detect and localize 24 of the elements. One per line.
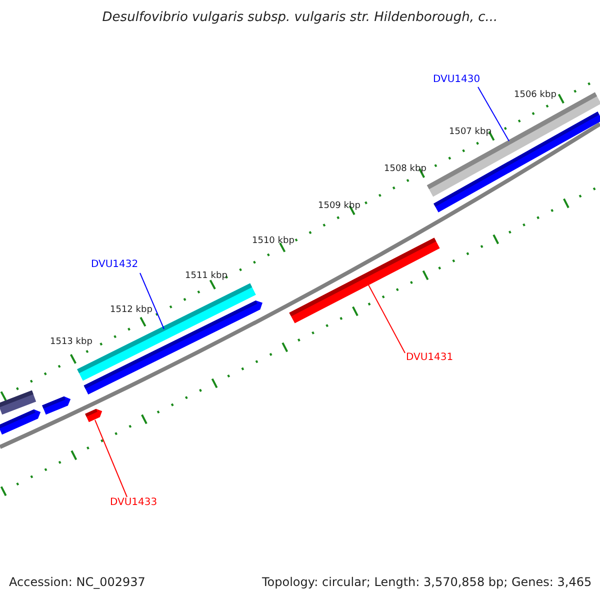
diagram-title: Desulfovibrio vulgaris subsp. vulgaris str. Hildenborough, c...: [101, 11, 499, 24]
gene-label: DVU1433: [110, 498, 158, 508]
leader-line: [94, 420, 128, 498]
gene-bar: [85, 408, 102, 422]
scale-label: 1508 kbp: [384, 165, 426, 174]
leader-line: [368, 284, 406, 354]
footer-text: Accession: NC_002937: [9, 576, 146, 588]
leader-line: [478, 86, 510, 142]
gene-bar: [0, 409, 41, 435]
leader-line: [140, 272, 164, 330]
scale-label: 1510 kbp: [252, 237, 294, 246]
gene-label: DVU1430: [433, 75, 480, 85]
gene-bar: [0, 390, 36, 415]
gene-bar: [42, 396, 71, 415]
scale-label: 1513 kbp: [50, 338, 92, 347]
gene-bar: [434, 112, 600, 212]
gene-label: DVU1431: [406, 353, 454, 363]
gene-label: DVU1432: [91, 260, 138, 270]
scale-label: 1512 kbp: [110, 306, 152, 315]
scale-label: 1507 kbp: [449, 128, 492, 137]
scale-label: 1506 kbp: [514, 91, 556, 100]
scale-label: 1511 kbp: [185, 272, 228, 281]
footer-text: Topology: circular; Length: 3,570,858 bp; Genes: 3,465: [262, 576, 592, 588]
scale-label: 1509 kbp: [318, 202, 360, 211]
